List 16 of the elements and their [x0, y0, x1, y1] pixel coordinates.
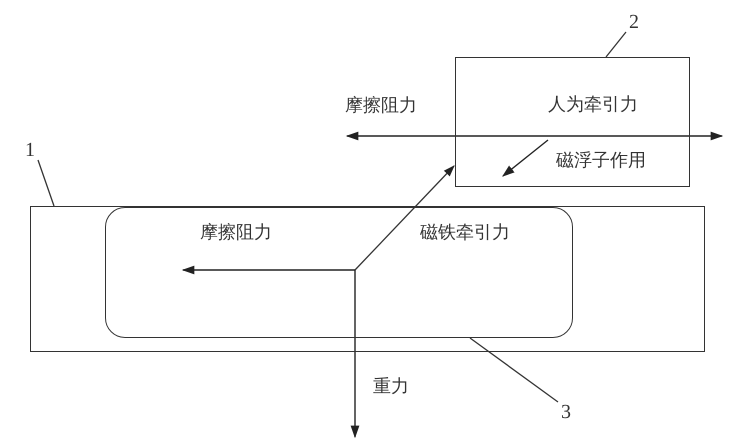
- leader-line: [37, 160, 55, 206]
- magnet-block: [105, 207, 573, 338]
- force-label: 人为牵引力: [548, 94, 638, 116]
- force-label: 摩擦阻力: [200, 222, 272, 244]
- callout-number: 2: [626, 12, 642, 32]
- outer-frame: [30, 206, 705, 352]
- leader-line: [470, 337, 558, 403]
- force-label: 磁浮子作用: [556, 150, 646, 172]
- callout-number: 1: [22, 140, 38, 160]
- arrow: [354, 165, 455, 270]
- force-label: 摩擦阻力: [345, 95, 417, 117]
- force-label: 磁铁牵引力: [420, 222, 510, 244]
- callout-number: 3: [558, 402, 574, 422]
- force-label: 重力: [373, 376, 409, 398]
- leader-line: [606, 32, 626, 58]
- float-box: [455, 57, 690, 187]
